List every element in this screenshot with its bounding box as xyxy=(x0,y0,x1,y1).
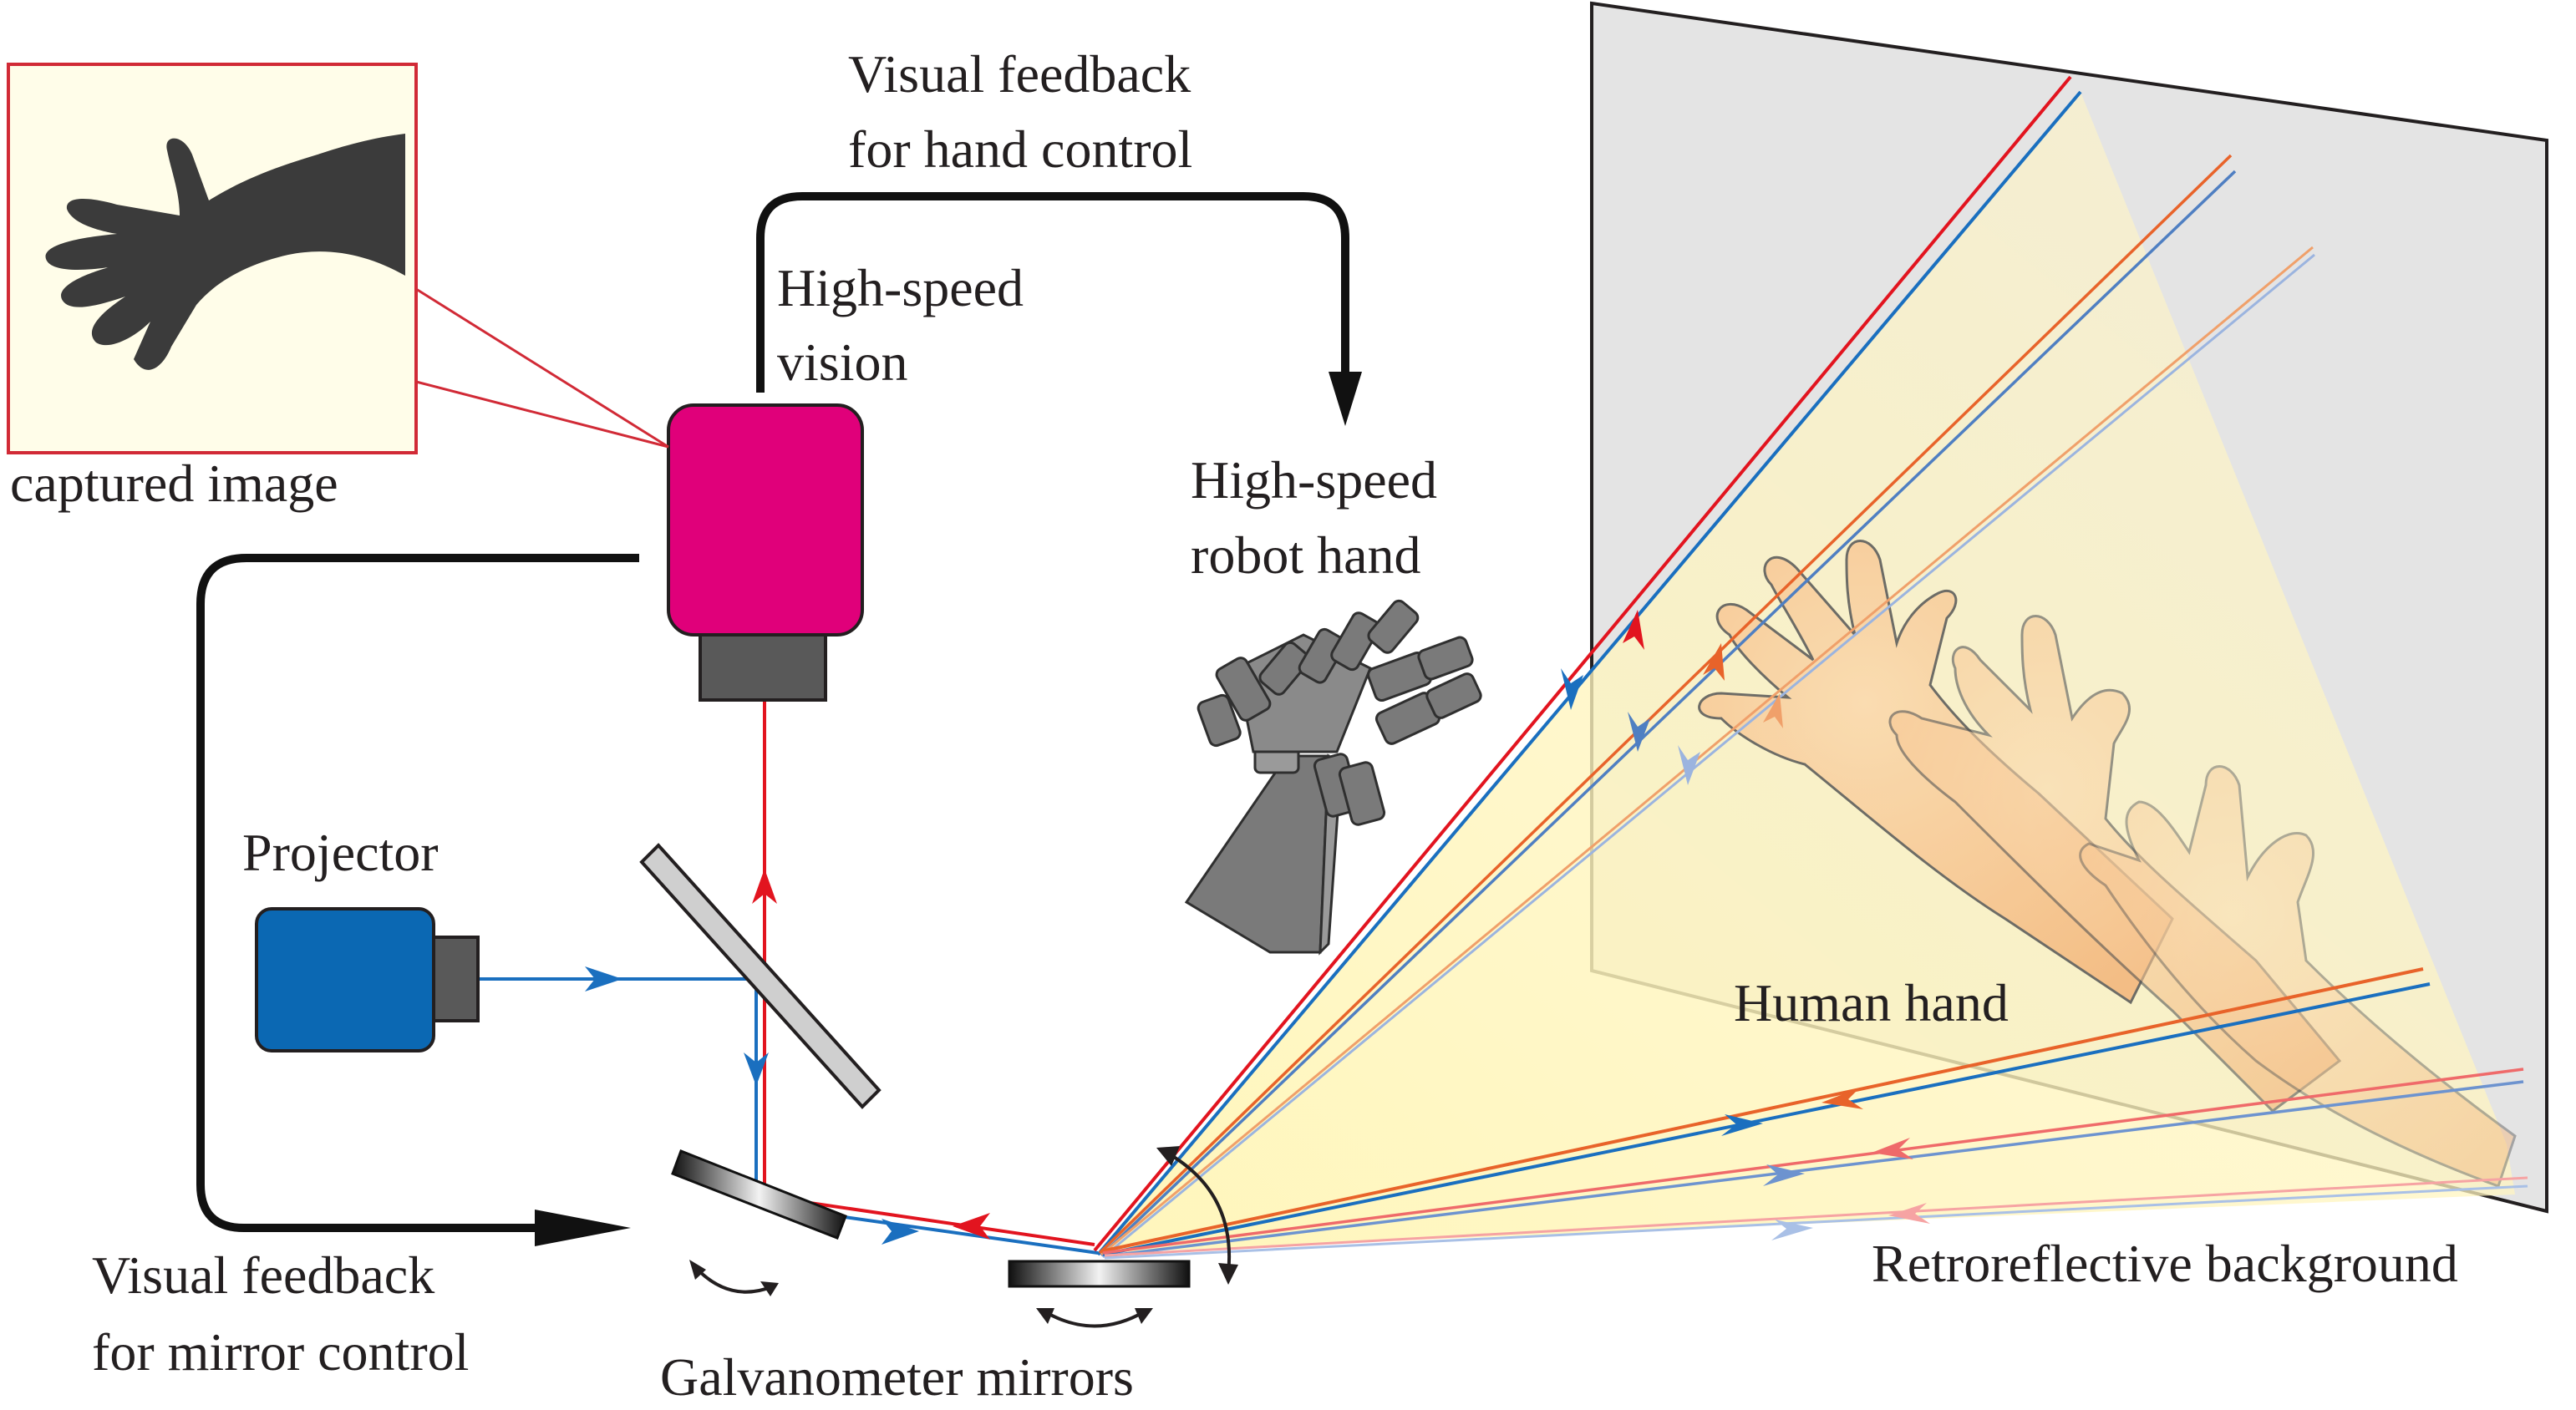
captured-image-inset xyxy=(7,63,669,454)
galvo-label: Galvanometer mirrors xyxy=(660,1347,1134,1407)
feedback-mirror-label-2: for mirror control xyxy=(92,1322,469,1382)
feedback-hand-label-2: for hand control xyxy=(848,119,1192,179)
human-hand-icon xyxy=(1698,540,2517,1188)
vision-label-2: vision xyxy=(777,332,907,392)
robot-hand-label-1: High-speed xyxy=(1191,450,1437,510)
robot-hand-label-2: robot hand xyxy=(1191,525,1421,585)
feedback-hand-label-1: Visual feedback xyxy=(848,44,1191,104)
captured-image-label: captured image xyxy=(10,454,338,513)
galvanometer-mirror-1 xyxy=(671,1149,847,1296)
robot-hand-icon xyxy=(1184,599,1482,956)
beam-splitter xyxy=(639,843,882,1109)
camera-icon xyxy=(667,403,864,706)
projector-label: Projector xyxy=(242,823,439,882)
feedback-hand-loop xyxy=(756,192,1362,426)
projector-icon xyxy=(255,907,480,1052)
feedback-mirror-label-1: Visual feedback xyxy=(92,1245,434,1305)
arm-silhouette-icon xyxy=(45,134,406,370)
galvanometer-mirror-2 xyxy=(1008,1260,1191,1328)
scan-angle-arrow xyxy=(1156,1146,1238,1285)
labels: Visual feedback for hand control High-sp… xyxy=(10,44,2458,1407)
ray-arrowheads xyxy=(585,610,1930,1245)
feedback-mirror-loop xyxy=(196,554,639,1246)
human-hand-label: Human hand xyxy=(1734,973,2009,1032)
retro-label: Retroreflective background xyxy=(1872,1234,2458,1293)
vision-label-1: High-speed xyxy=(777,258,1024,317)
